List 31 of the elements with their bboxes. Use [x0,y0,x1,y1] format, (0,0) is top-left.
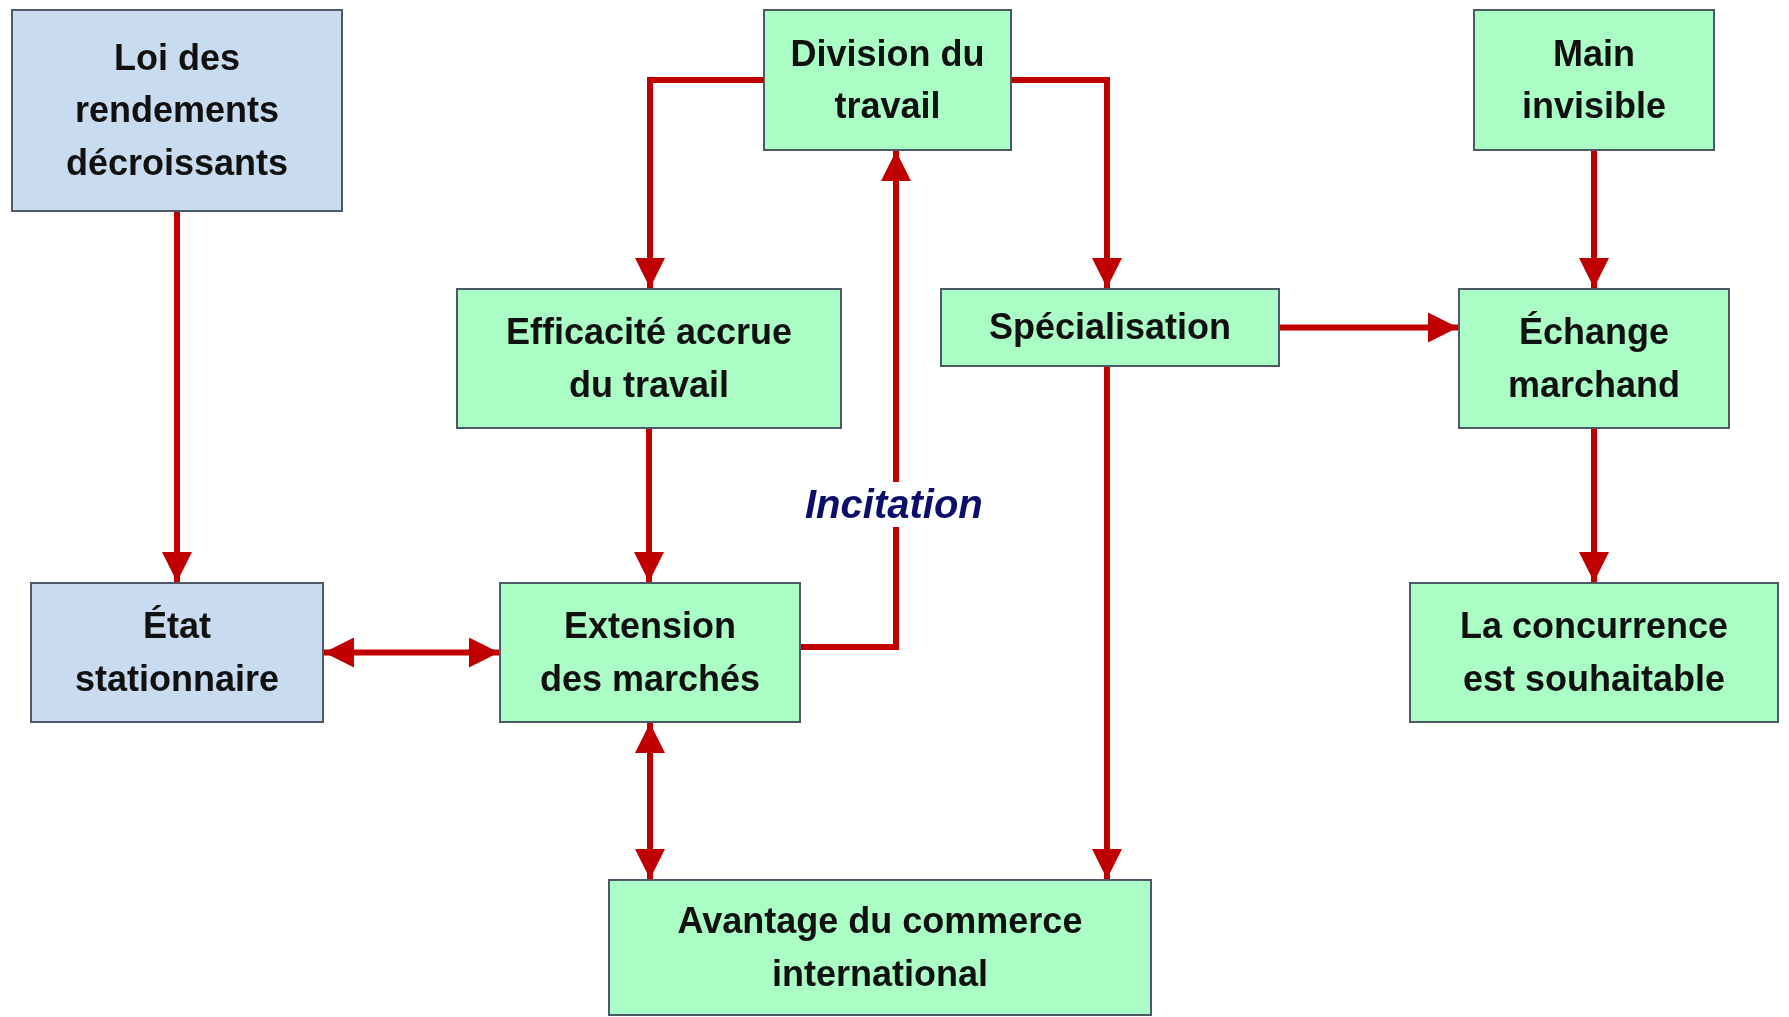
arrow [1280,312,1458,343]
process-box [1458,288,1730,429]
box-text: État stationnaire [73,604,280,701]
process-box [608,879,1152,1016]
box-text: Efficacité accrue du travail [504,310,794,407]
box-text: La concurrence est souhaitable [1458,604,1730,701]
arrow [1092,367,1122,879]
box-text: Spécialisation [988,305,1232,350]
box-text: Loi des rendements décroissants [64,36,290,185]
box-text: Extension des marchés [538,604,762,701]
process-box [1473,9,1715,151]
arrow [634,429,664,582]
arrow [1579,429,1609,582]
process-box [456,288,842,429]
arrow [324,637,499,668]
box-text: Main invisible [1520,31,1668,128]
process-box [11,9,343,212]
arrow [1012,77,1122,288]
process-box [763,9,1012,151]
box-text: Division du travail [789,31,986,128]
arrow [635,77,763,288]
box-text: Échange marchand [1506,310,1682,407]
process-box [1409,582,1779,723]
arrow [635,723,665,879]
process-box [499,582,801,723]
arrow [162,212,192,582]
arrow [1579,151,1609,288]
box-text: Avantage du commerce international [676,899,1084,996]
process-box [940,288,1280,367]
arrow [801,151,911,650]
process-box [30,582,324,723]
